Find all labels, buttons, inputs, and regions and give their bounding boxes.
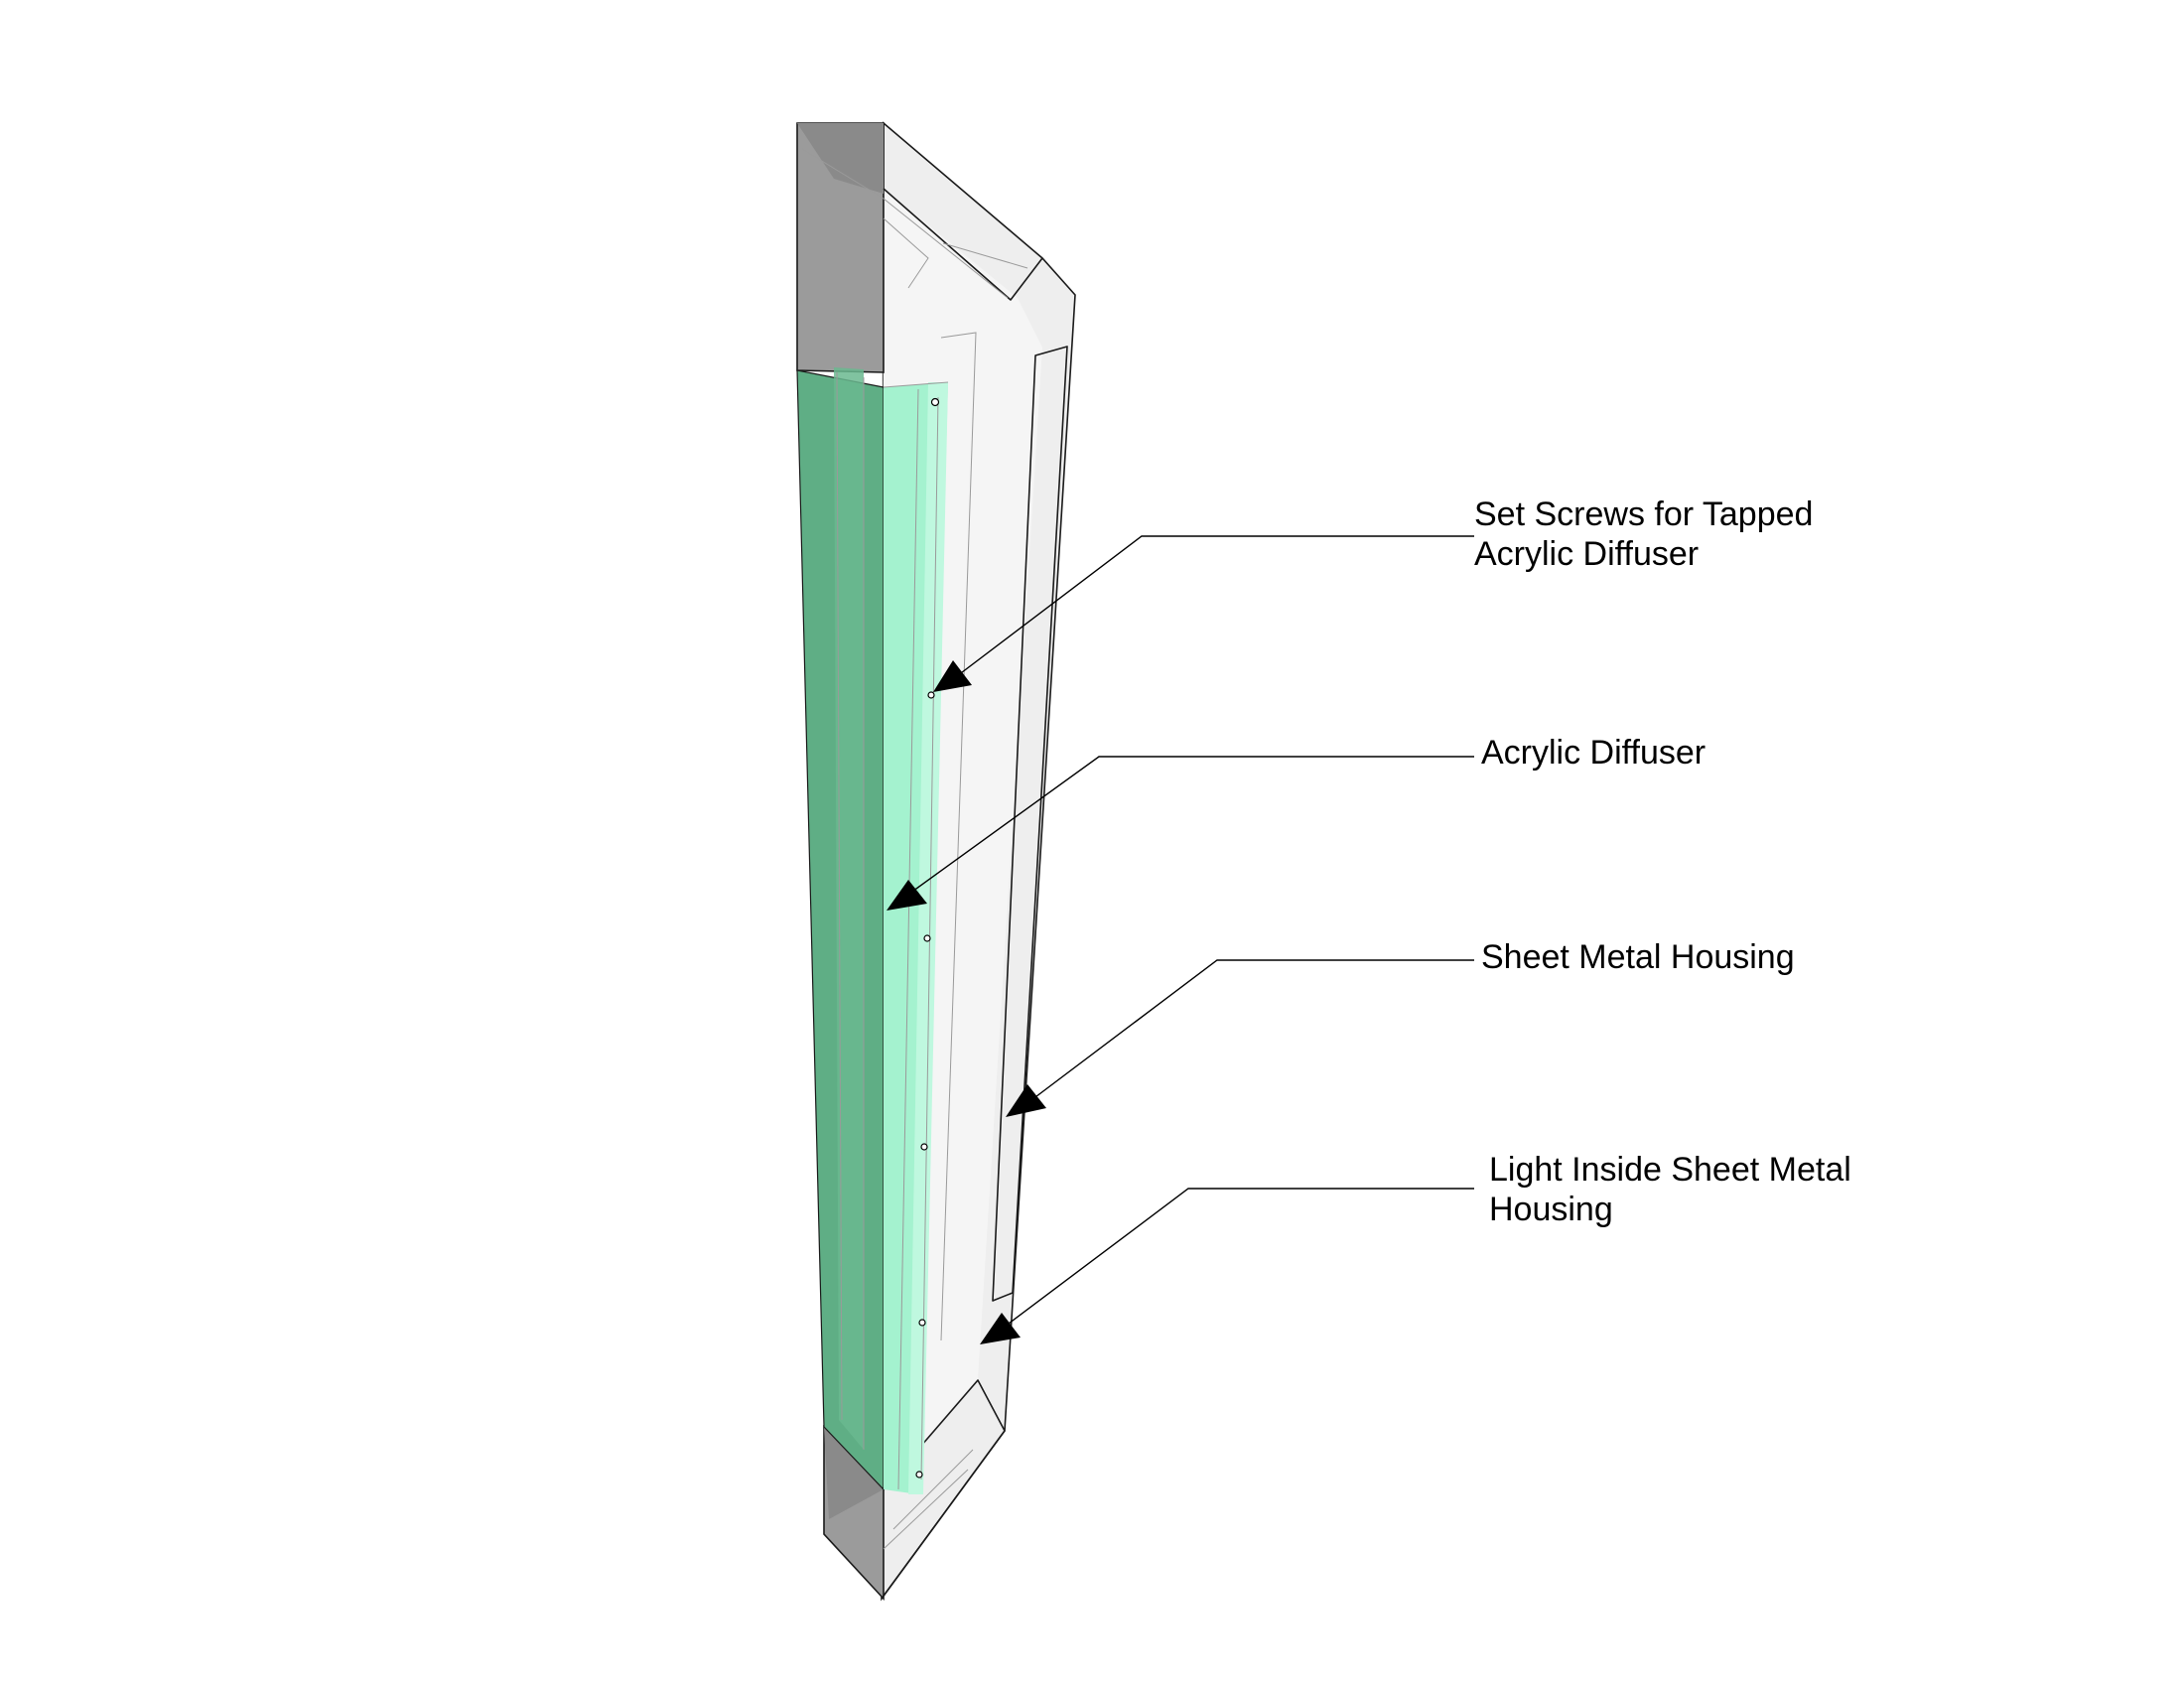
leader-line-set-screws — [944, 535, 1474, 686]
bottom-bevel-inner-2 — [892, 1449, 974, 1530]
set-screw — [918, 1319, 926, 1327]
bottom-end-cap-shade — [824, 1427, 884, 1519]
leader-line-sheet-metal-housing — [1019, 959, 1474, 1110]
callout-set-screws-line-1: Set Screws for Tapped — [1474, 495, 1813, 533]
callout-set-screws-line-2: Acrylic Diffuser — [1474, 535, 1699, 573]
arrowhead-acrylic-diffuser — [887, 880, 927, 911]
top-bevel-edge — [883, 188, 1043, 301]
top-cap-shade-line — [801, 148, 885, 200]
leader-line-acrylic-diffuser — [897, 756, 1474, 903]
top-bevel-inner-2 — [883, 217, 929, 289]
callout-light-inside-housing-line-1: Light Inside Sheet Metal — [1489, 1151, 1851, 1189]
callout-labels: Set Screws for Tapped Acrylic Diffuser A… — [1474, 495, 1851, 1228]
set-screws — [915, 397, 940, 1478]
diffuser-edge-line-3 — [883, 381, 949, 388]
acrylic-diffuser-outer-lighter — [834, 367, 864, 1450]
top-end-cap-bevel — [797, 123, 884, 194]
callout-sheet-metal-housing: Sheet Metal Housing — [1481, 938, 1795, 976]
diffuser-edge-line-1 — [897, 388, 919, 1490]
set-screw — [927, 691, 935, 699]
housing-recess-edge — [992, 346, 1068, 1302]
bottom-bevel-inner-1 — [883, 1469, 969, 1550]
top-bevel-inner-3 — [942, 242, 1028, 269]
callout-light-inside-housing-line-2: Housing — [1489, 1191, 1613, 1228]
top-bevel-inner-1 — [883, 198, 1009, 299]
set-screw — [915, 1471, 923, 1478]
bottom-bevel-edge — [881, 1379, 1006, 1600]
arrowhead-set-screws — [933, 660, 972, 692]
housing-inner-line-1 — [940, 332, 977, 1341]
callout-acrylic-diffuser: Acrylic Diffuser — [1481, 734, 1706, 772]
leader-line-light-inside-housing — [992, 1188, 1474, 1336]
diffuser-fold-line-1 — [836, 371, 843, 1421]
set-screw — [920, 1143, 928, 1151]
light-fixture — [796, 121, 1076, 1602]
callout-leaders — [887, 535, 1474, 1344]
arrowhead-light-inside-housing — [980, 1313, 1021, 1344]
set-screw — [923, 934, 931, 942]
arrowhead-sheet-metal-housing — [1006, 1084, 1046, 1117]
set-screw — [930, 397, 940, 407]
